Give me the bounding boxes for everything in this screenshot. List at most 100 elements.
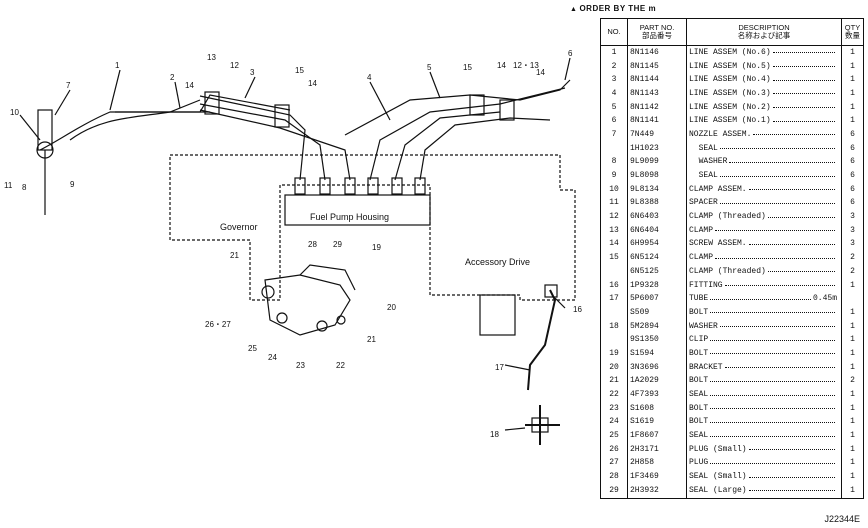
- row-no: 3: [600, 73, 628, 88]
- callout-21a: 21: [230, 251, 239, 260]
- row-qty: 1: [841, 73, 864, 88]
- row-description: SEAL: [686, 141, 842, 156]
- row-description: PLUG: [686, 456, 842, 471]
- row-qty: 6: [841, 128, 864, 142]
- row-no: 15: [600, 251, 628, 265]
- row-qty: 1: [841, 429, 864, 443]
- row-description-text: CLAMP: [689, 225, 714, 235]
- row-description: SEAL (Large): [686, 484, 842, 499]
- row-part-number: S509: [627, 306, 687, 320]
- row-description: BOLT: [686, 415, 842, 430]
- callout-10: 10: [10, 108, 19, 117]
- row-part-number: 9S1350: [627, 333, 687, 348]
- row-qty: 1: [841, 114, 864, 129]
- row-description-text: SEAL: [689, 390, 709, 400]
- row-no: 7: [600, 128, 628, 142]
- leader-dots: [772, 93, 835, 95]
- row-description-text: BOLT: [689, 376, 709, 386]
- row-no: 19: [600, 347, 628, 361]
- row-no: 24: [600, 415, 628, 430]
- row-description-text: SEAL (Small): [689, 472, 747, 482]
- leader-dots: [715, 230, 835, 232]
- callout-25: 25: [248, 344, 257, 353]
- row-description-text: LINE ASSEM (No.2): [689, 102, 771, 112]
- callout-17: 17: [495, 363, 504, 372]
- callout-15b: 15: [463, 63, 472, 72]
- leader-dots: [710, 298, 811, 300]
- row-no: 1: [600, 45, 628, 60]
- leader-dots: [767, 271, 835, 273]
- row-description: BOLT: [686, 374, 842, 389]
- row-part-number: 1A2029: [627, 374, 687, 389]
- leader-dots: [772, 66, 835, 68]
- row-qty: 3: [841, 223, 864, 238]
- callout-12: 12: [230, 61, 239, 70]
- row-qty: [841, 292, 864, 307]
- leader-dots: [719, 202, 835, 204]
- row-part-number: 6N5125: [627, 265, 687, 279]
- row-part-number: 9L9099: [627, 155, 687, 170]
- row-no: 21: [600, 374, 628, 389]
- row-description-text: CLAMP ASSEM.: [689, 184, 747, 194]
- leader-dots: [710, 462, 835, 464]
- leader-dots: [729, 161, 835, 163]
- row-no: 5: [600, 100, 628, 115]
- row-qty: 2: [841, 251, 864, 265]
- row-qty: 1: [841, 87, 864, 101]
- row-qty: 1: [841, 45, 864, 60]
- triangle-icon: ▲: [570, 6, 578, 13]
- row-description: CLAMP (Threaded): [686, 265, 842, 279]
- row-description-text: CLAMP (Threaded): [689, 212, 766, 222]
- callout-15a: 15: [295, 66, 304, 75]
- row-part-number: 9L8388: [627, 196, 687, 211]
- leader-dots: [748, 476, 835, 478]
- row-part-number: 5M2894: [627, 319, 687, 334]
- header-no: NO.: [600, 18, 628, 46]
- header-part-no: PART NO.部品番号: [627, 18, 687, 46]
- leader-dots: [710, 339, 835, 341]
- row-description-text: SPACER: [689, 198, 718, 208]
- row-no: 27: [600, 456, 628, 471]
- row-no: 16: [600, 278, 628, 293]
- row-description: LINE ASSEM (No.6): [686, 45, 842, 60]
- callout-16: 16: [573, 305, 582, 314]
- leader-dots: [715, 257, 835, 259]
- row-description: SCREW ASSEM.: [686, 237, 842, 252]
- row-no: 4: [600, 87, 628, 101]
- callout-28: 28: [308, 240, 317, 249]
- leader-dots: [710, 380, 835, 382]
- row-no: 6: [600, 114, 628, 129]
- row-description-text: BOLT: [689, 307, 709, 317]
- callout-14c: 14: [497, 61, 506, 70]
- row-description-text: TUBE: [689, 294, 709, 304]
- row-description-text: SEAL: [689, 431, 709, 441]
- row-part-number: 4F7393: [627, 388, 687, 402]
- callout-6: 6: [568, 49, 573, 58]
- row-qty: 1: [841, 278, 864, 293]
- row-part-number: 2H3171: [627, 442, 687, 457]
- row-qty: 6: [841, 182, 864, 197]
- row-part-number: 8N1141: [627, 114, 687, 129]
- row-description-text: SEAL: [689, 143, 718, 153]
- row-qty: 1: [841, 484, 864, 499]
- drawing-code: J22344E: [824, 514, 860, 524]
- leader-dots: [753, 134, 835, 136]
- row-qty: 1: [841, 456, 864, 471]
- row-no: [600, 265, 628, 279]
- row-part-number: S1619: [627, 415, 687, 430]
- row-no: 12: [600, 210, 628, 224]
